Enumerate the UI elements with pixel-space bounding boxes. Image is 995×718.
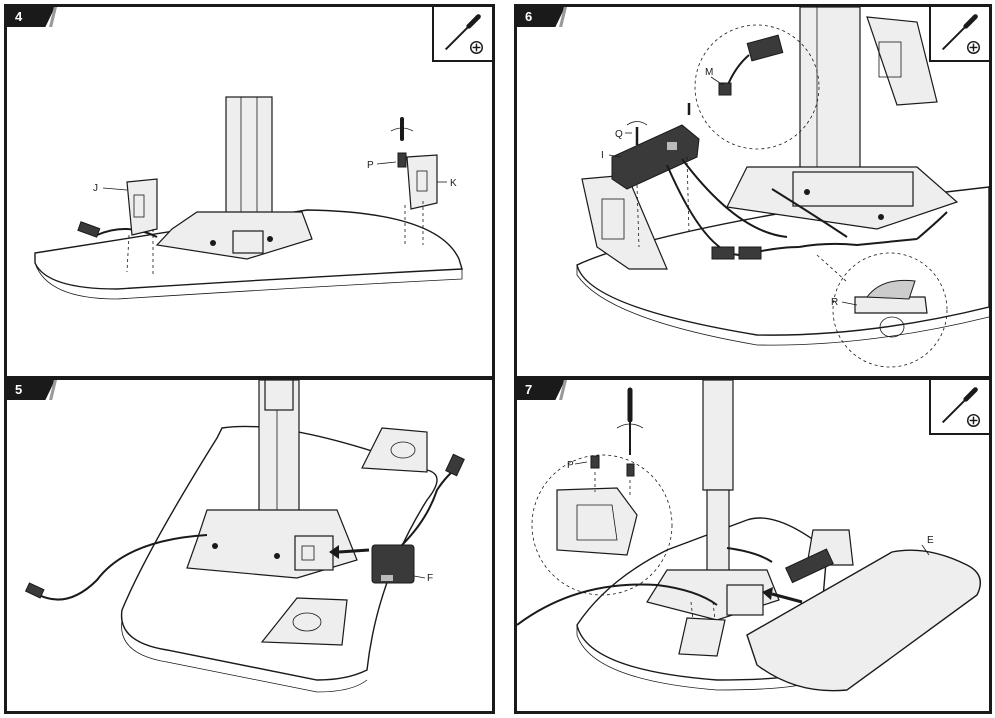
cable-connector: [77, 221, 101, 238]
leg-column: [799, 7, 861, 173]
label-q: Q: [615, 129, 623, 140]
screw-p: [590, 455, 600, 469]
label-j: J: [93, 183, 98, 194]
step-5-panel: 5 F: [4, 377, 495, 714]
control-box: [785, 548, 834, 584]
network-cable: [36, 534, 208, 601]
label-f: F: [427, 573, 433, 584]
step-number-badge: 6: [517, 7, 565, 27]
label-i: I: [601, 150, 604, 161]
step-5-illustration: F: [24, 380, 465, 693]
screw-p: [397, 152, 407, 168]
step-6-panel: 6: [514, 4, 992, 379]
label-k: K: [450, 178, 457, 189]
step-4-panel: 4: [4, 4, 495, 379]
control-box-i: [611, 124, 700, 190]
step-6-illustration: M Q I R: [576, 7, 989, 368]
badge-stripe: [49, 380, 57, 400]
badge-stripe: [559, 380, 567, 400]
cable-plug: [24, 582, 45, 599]
screwdriver-phillips-icon: [929, 7, 989, 62]
label-p: P: [567, 460, 574, 471]
side-bracket: [581, 174, 668, 270]
step-number-badge: 7: [517, 380, 565, 400]
leg-column: [702, 380, 734, 491]
screwdriver-phillips-icon: [432, 7, 492, 62]
detail-callout-r: [832, 252, 948, 368]
bracket-j: [126, 178, 158, 236]
label-r: R: [831, 297, 838, 308]
leg-column: [225, 96, 273, 223]
power-adapter-f: [371, 544, 415, 584]
label-e: E: [927, 535, 934, 546]
detail-callout-m: [694, 24, 820, 150]
badge-stripe: [559, 7, 567, 27]
bracket-k: [406, 154, 438, 210]
step-number-badge: 5: [7, 380, 55, 400]
power-adapter: [746, 34, 784, 62]
cover-panel-e: [746, 549, 981, 692]
badge-stripe: [49, 7, 57, 27]
screwdriver-phillips-icon: [929, 380, 989, 435]
label-p: P: [367, 160, 374, 171]
step-7-illustration: E P: [517, 380, 981, 692]
detail-callout-screw: [531, 454, 673, 596]
label-m: M: [705, 67, 713, 78]
step-number-badge: 4: [7, 7, 55, 27]
step-7-panel: 7 E: [514, 377, 992, 714]
step-4-illustration: J P K: [34, 96, 463, 300]
cable-connector: [711, 246, 735, 260]
